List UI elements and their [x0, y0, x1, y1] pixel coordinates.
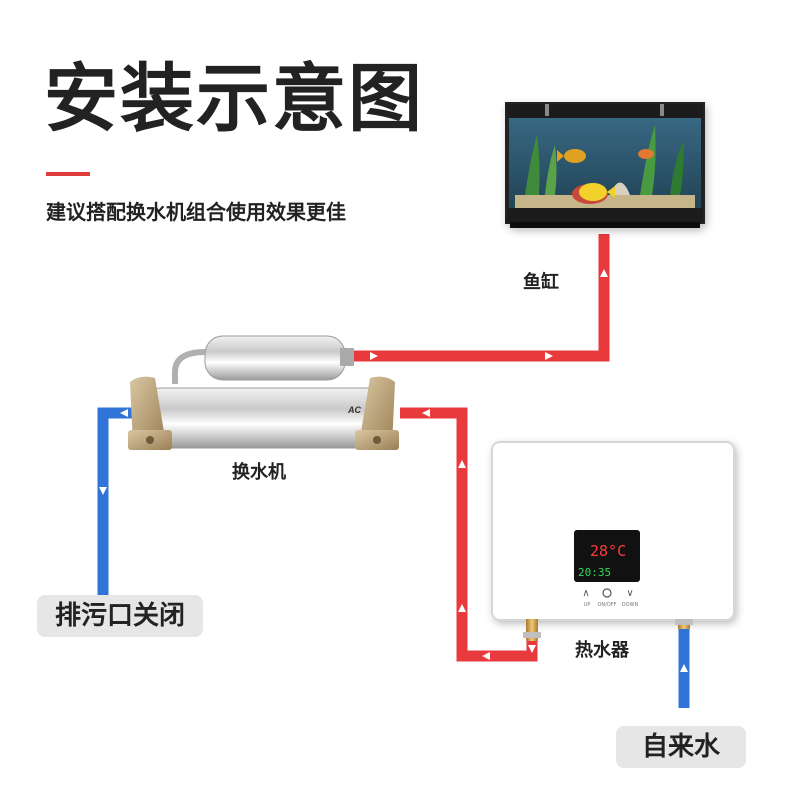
- heater-button-down-label: DOWN: [622, 602, 639, 608]
- svg-text:∨: ∨: [626, 588, 633, 599]
- aquarium-label: 鱼缸: [523, 272, 559, 293]
- hot-pipe-exchanger-to-aquarium: [345, 234, 610, 362]
- flow-arrows: [99, 269, 688, 672]
- drain-closed-label: 排污口关闭: [37, 595, 203, 637]
- heater-display-screen: [574, 530, 640, 582]
- page-title: 安装示意图: [44, 56, 424, 142]
- svg-text:∧: ∧: [582, 588, 589, 599]
- tap-water-label: 自来水: [616, 726, 746, 768]
- aquarium-illustration: [505, 102, 705, 228]
- heater-label: 热水器: [575, 640, 629, 661]
- heater-clock-readout: 20:35: [578, 566, 611, 579]
- heater-button-onoff-label: ON/OFF: [597, 602, 616, 608]
- exchanger-brand: AC: [347, 405, 361, 415]
- exchanger-illustration: AC: [128, 335, 399, 450]
- exchanger-label: 换水机: [232, 462, 286, 483]
- title-underline: [46, 172, 90, 176]
- water-heater-illustration: 28°C 20:35 ∧ ∨ UP ON/OFF DOWN: [491, 441, 735, 641]
- subtitle: 建议搭配换水机组合使用效果更佳: [46, 200, 346, 224]
- heater-button-up-label: UP: [584, 602, 591, 608]
- heater-temp-readout: 28°C: [590, 542, 626, 560]
